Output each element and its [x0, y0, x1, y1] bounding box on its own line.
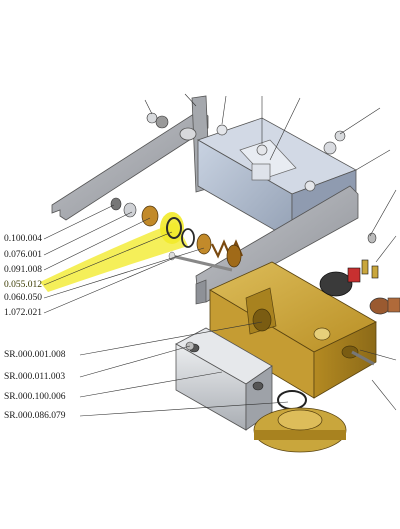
leader-lines — [43, 93, 397, 417]
cover-plate — [175, 327, 307, 431]
part-label-060-050: 0.060.050 — [4, 293, 42, 303]
lower-bracket — [195, 185, 359, 305]
part-label-sr-100-006: SR.000.100.006 — [4, 392, 66, 402]
part-label-sr-011-003: SR.000.011.003 — [4, 372, 66, 382]
part-label-100-004: 0.100.004 — [4, 234, 42, 244]
part-label-091-008: 0.091.008 — [4, 265, 42, 275]
brass-valve-body — [209, 261, 377, 399]
part-label-sr-001-008: SR.000.001.008 — [4, 350, 66, 360]
part-label-055-012-highlighted: 0.055.012 — [4, 280, 42, 290]
highlighted-spring-seal — [40, 212, 188, 292]
part-label-sr-086-079: SR.000.086.079 — [4, 411, 66, 421]
upper-bracket — [51, 95, 211, 221]
part-label-072-021: 1.072.021 — [4, 308, 42, 318]
part-label-076-001: 0.076.001 — [4, 250, 42, 260]
heating-element — [253, 407, 347, 453]
pressure-switch — [319, 259, 400, 315]
